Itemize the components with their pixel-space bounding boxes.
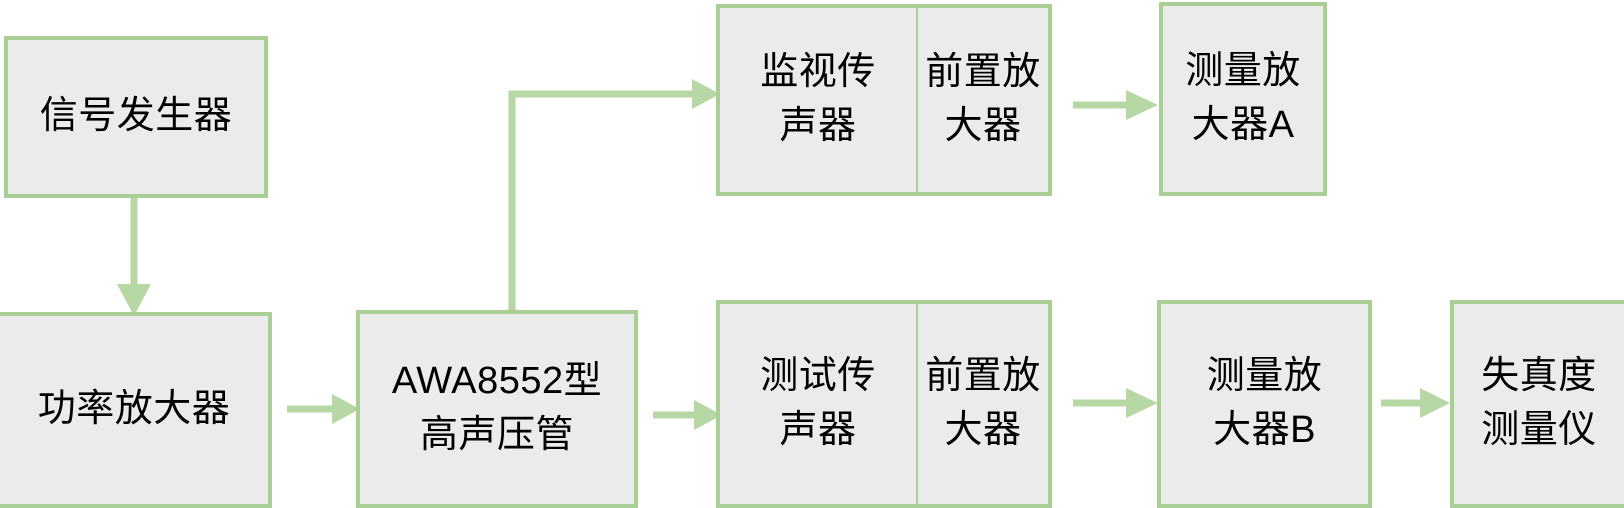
- node-measuring-amplifier-a-line-2: 大器A: [1191, 104, 1295, 146]
- node-preamplifier-bottom-line-1: 前置放: [925, 355, 1041, 398]
- node-test-microphone-line-1: 测试传: [760, 355, 876, 398]
- node-preamplifier-bottom-line-2: 大器: [944, 409, 1022, 451]
- node-monitor-microphone[interactable]: 监视传 声器: [716, 4, 918, 196]
- node-measuring-amplifier-a-line-1: 测量放: [1185, 50, 1301, 93]
- node-power-amplifier-line-1: 功率放大器: [37, 388, 231, 431]
- node-preamplifier-bottom[interactable]: 前置放 大器: [916, 300, 1052, 508]
- node-signal-generator[interactable]: 信号发生器: [4, 36, 268, 198]
- node-preamplifier-top-line-1: 前置放: [925, 51, 1041, 94]
- node-test-microphone-line-2: 声器: [779, 409, 857, 451]
- node-distortion-meter-line-2: 测量仪: [1481, 409, 1597, 451]
- node-preamplifier-top-line-2: 大器: [944, 105, 1022, 147]
- node-measuring-amplifier-a[interactable]: 测量放 大器A: [1159, 2, 1327, 196]
- node-awa8552-tube[interactable]: AWA8552型 高声压管: [356, 310, 638, 508]
- connector-awa8552-to-monitor-microphone: [490, 79, 730, 316]
- node-awa8552-tube-line-2: 高声压管: [419, 414, 574, 456]
- node-power-amplifier[interactable]: 功率放大器: [0, 312, 272, 508]
- connector-signal-generator-to-power-amplifier: [108, 192, 160, 320]
- connector-preamplifier-bottom-to-measuring-amplifier-b: [1072, 384, 1160, 422]
- node-distortion-meter[interactable]: 失真度 测量仪: [1450, 300, 1624, 508]
- connector-measuring-amplifier-b-to-distortion-meter: [1380, 384, 1454, 422]
- node-awa8552-tube-line-1: AWA8552型: [391, 360, 603, 403]
- connector-preamplifier-top-to-measuring-amplifier-a: [1072, 86, 1160, 124]
- connector-awa8552-to-test-microphone: [652, 396, 724, 434]
- node-measuring-amplifier-b[interactable]: 测量放 大器B: [1157, 300, 1372, 508]
- node-distortion-meter-line-1: 失真度: [1481, 355, 1597, 398]
- connector-power-amplifier-to-awa8552: [286, 390, 362, 428]
- node-monitor-microphone-line-1: 监视传: [760, 51, 876, 94]
- node-measuring-amplifier-b-line-2: 大器B: [1213, 409, 1316, 451]
- node-test-microphone[interactable]: 测试传 声器: [716, 300, 918, 508]
- node-signal-generator-line-1: 信号发生器: [39, 95, 233, 138]
- node-monitor-microphone-line-2: 声器: [779, 105, 857, 147]
- node-preamplifier-top[interactable]: 前置放 大器: [916, 4, 1052, 196]
- node-measuring-amplifier-b-line-1: 测量放: [1206, 355, 1323, 398]
